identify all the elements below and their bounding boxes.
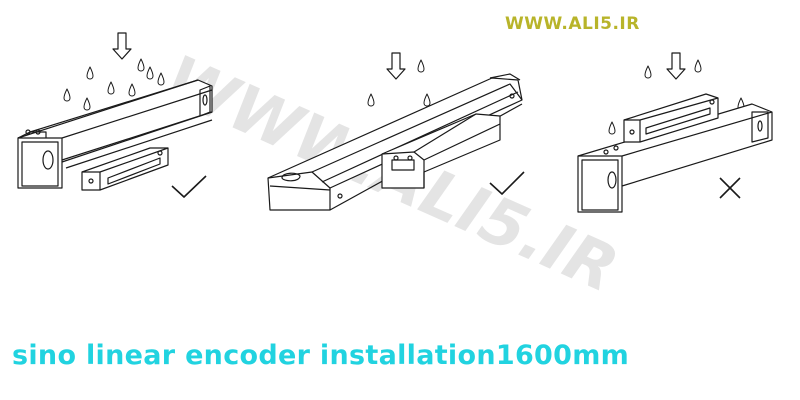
cross-icon xyxy=(719,177,741,199)
caption: sino linear encoder installation1600mm xyxy=(12,340,630,371)
reading-head xyxy=(623,93,719,143)
scale-body xyxy=(577,103,773,213)
check-icon xyxy=(489,171,525,195)
figure-left xyxy=(17,32,213,198)
pressure-arrow-icon xyxy=(666,52,686,80)
pressure-arrow-icon xyxy=(112,32,132,60)
figure-middle xyxy=(267,52,525,211)
site-label: WWW.ALI5.IR xyxy=(505,14,640,34)
check-icon xyxy=(171,175,207,198)
reading-head xyxy=(381,113,501,189)
scale-body xyxy=(17,79,213,189)
pressure-arrow-icon xyxy=(386,52,406,80)
reading-head xyxy=(81,147,169,191)
figure-right xyxy=(577,52,773,213)
